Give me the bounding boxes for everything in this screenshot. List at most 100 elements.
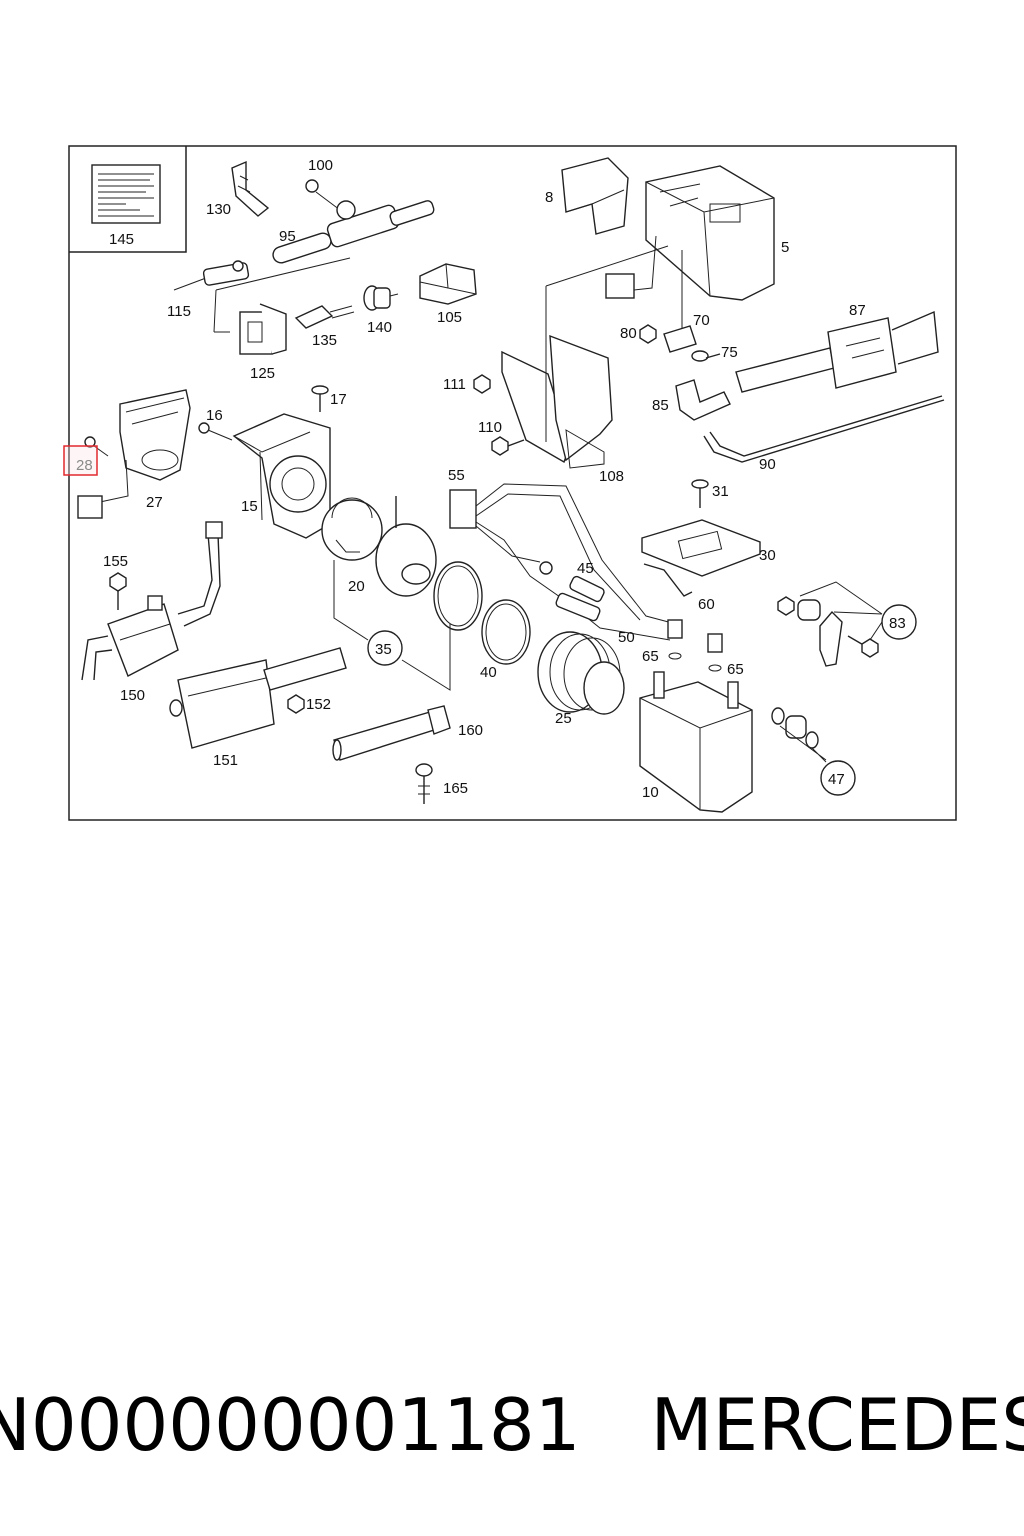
part-130-bracket bbox=[231, 160, 270, 217]
part-155-screw bbox=[109, 572, 127, 610]
leader-83 bbox=[799, 581, 883, 641]
leader-108 bbox=[545, 245, 669, 442]
part-105-plug bbox=[419, 263, 477, 305]
label-60[interactable]: 60 bbox=[698, 596, 715, 613]
part-17-screw bbox=[311, 385, 329, 412]
part-110-screw bbox=[491, 436, 525, 456]
label-125[interactable]: 125 bbox=[250, 365, 275, 382]
label-5[interactable]: 5 bbox=[781, 239, 789, 256]
part-152-nut bbox=[287, 694, 305, 714]
label-83[interactable]: 83 bbox=[889, 615, 906, 632]
label-35[interactable]: 35 bbox=[375, 641, 392, 658]
label-145[interactable]: 145 bbox=[109, 231, 134, 248]
part-60-clip bbox=[643, 563, 693, 597]
part-160-tube bbox=[332, 705, 451, 761]
part-90-pipe bbox=[703, 395, 945, 463]
part-27-bracket bbox=[77, 389, 191, 519]
label-16[interactable]: 16 bbox=[206, 407, 223, 424]
part-25-burner bbox=[537, 631, 625, 715]
highlight-box-28[interactable] bbox=[63, 445, 98, 476]
label-130[interactable]: 130 bbox=[206, 201, 231, 218]
parts-exploded-diagram: 145 130 100 95 115 125 135 140 105 17 16… bbox=[63, 145, 957, 821]
label-135[interactable]: 135 bbox=[312, 332, 337, 349]
label-40[interactable]: 40 bbox=[480, 664, 497, 681]
caption-bar: N000000001181 MERCEDES bbox=[0, 1370, 1024, 1480]
label-105[interactable]: 105 bbox=[437, 309, 462, 326]
part-31-screw bbox=[691, 479, 709, 508]
callout-circle-47 bbox=[820, 760, 856, 796]
leader-35 bbox=[333, 560, 451, 691]
part-40-oring bbox=[481, 599, 531, 665]
callout-circle-35 bbox=[367, 630, 403, 666]
part-30-plate bbox=[641, 519, 761, 577]
label-50[interactable]: 50 bbox=[618, 629, 635, 646]
label-45[interactable]: 45 bbox=[577, 560, 594, 577]
label-150[interactable]: 150 bbox=[120, 687, 145, 704]
label-151[interactable]: 151 bbox=[213, 752, 238, 769]
leader-115-125 bbox=[213, 257, 351, 333]
label-30[interactable]: 30 bbox=[759, 547, 776, 564]
part-20-plate bbox=[321, 497, 383, 561]
label-17[interactable]: 17 bbox=[330, 391, 347, 408]
part-95-fuel-line bbox=[272, 179, 435, 264]
label-28[interactable]: 28 bbox=[76, 457, 93, 474]
label-115[interactable]: 115 bbox=[167, 303, 191, 320]
part-83-clamp-set bbox=[777, 596, 879, 667]
part-number-text: N000000001181 bbox=[0, 1383, 581, 1467]
brand-text: MERCEDES bbox=[650, 1383, 1024, 1467]
part-108-bracket bbox=[501, 334, 613, 469]
label-85[interactable]: 85 bbox=[652, 397, 669, 414]
label-90[interactable]: 90 bbox=[759, 456, 776, 473]
part-55-harness bbox=[449, 483, 677, 641]
label-160[interactable]: 160 bbox=[458, 722, 483, 739]
label-75[interactable]: 75 bbox=[721, 344, 738, 361]
document-icon bbox=[91, 164, 161, 224]
part-85-elbow bbox=[675, 379, 731, 421]
label-155[interactable]: 155 bbox=[103, 553, 128, 570]
part-165-clip bbox=[415, 763, 433, 804]
part-125-connector bbox=[239, 303, 287, 355]
callout-circle-83 bbox=[881, 604, 917, 640]
part-35-oring bbox=[433, 561, 483, 631]
diagram-frame bbox=[68, 145, 957, 821]
label-100[interactable]: 100 bbox=[308, 157, 333, 174]
label-110[interactable]: 110 bbox=[478, 419, 502, 436]
label-65a[interactable]: 65 bbox=[642, 648, 659, 665]
label-20[interactable]: 20 bbox=[348, 578, 365, 595]
part-115-sensor bbox=[173, 260, 250, 291]
part-70-clamp bbox=[663, 325, 697, 353]
part-140-grommet bbox=[363, 285, 399, 311]
leader-47 bbox=[779, 725, 827, 763]
label-15[interactable]: 15 bbox=[241, 498, 258, 515]
part-87-silencer bbox=[735, 310, 939, 393]
part-8-cover bbox=[561, 157, 629, 235]
part-135-connector bbox=[294, 305, 355, 329]
label-108[interactable]: 108 bbox=[599, 468, 624, 485]
label-80[interactable]: 80 bbox=[620, 325, 637, 342]
part-151-muffler bbox=[169, 647, 347, 749]
part-5-heater bbox=[605, 165, 775, 301]
label-55[interactable]: 55 bbox=[448, 467, 465, 484]
label-8[interactable]: 8 bbox=[545, 189, 553, 206]
label-47[interactable]: 47 bbox=[828, 771, 845, 788]
label-25[interactable]: 25 bbox=[555, 710, 572, 727]
label-27[interactable]: 27 bbox=[146, 494, 163, 511]
part-45-sensor bbox=[569, 575, 605, 603]
label-31[interactable]: 31 bbox=[712, 483, 729, 500]
part-80-nut bbox=[639, 324, 657, 344]
part-65a-screw bbox=[667, 619, 683, 660]
label-65b[interactable]: 65 bbox=[727, 661, 744, 678]
label-165[interactable]: 165 bbox=[443, 780, 468, 797]
part-47-fittings bbox=[771, 707, 819, 749]
part-16-screw bbox=[198, 422, 233, 441]
label-111[interactable]: 111 bbox=[443, 376, 466, 393]
label-95[interactable]: 95 bbox=[279, 228, 296, 245]
label-87[interactable]: 87 bbox=[849, 302, 866, 319]
part-10-housing bbox=[639, 671, 753, 813]
part-111-nut bbox=[473, 374, 491, 394]
part-15-housing bbox=[232, 413, 331, 539]
label-140[interactable]: 140 bbox=[367, 319, 392, 336]
label-152[interactable]: 152 bbox=[306, 696, 331, 713]
label-10[interactable]: 10 bbox=[642, 784, 659, 801]
label-70[interactable]: 70 bbox=[693, 312, 710, 329]
